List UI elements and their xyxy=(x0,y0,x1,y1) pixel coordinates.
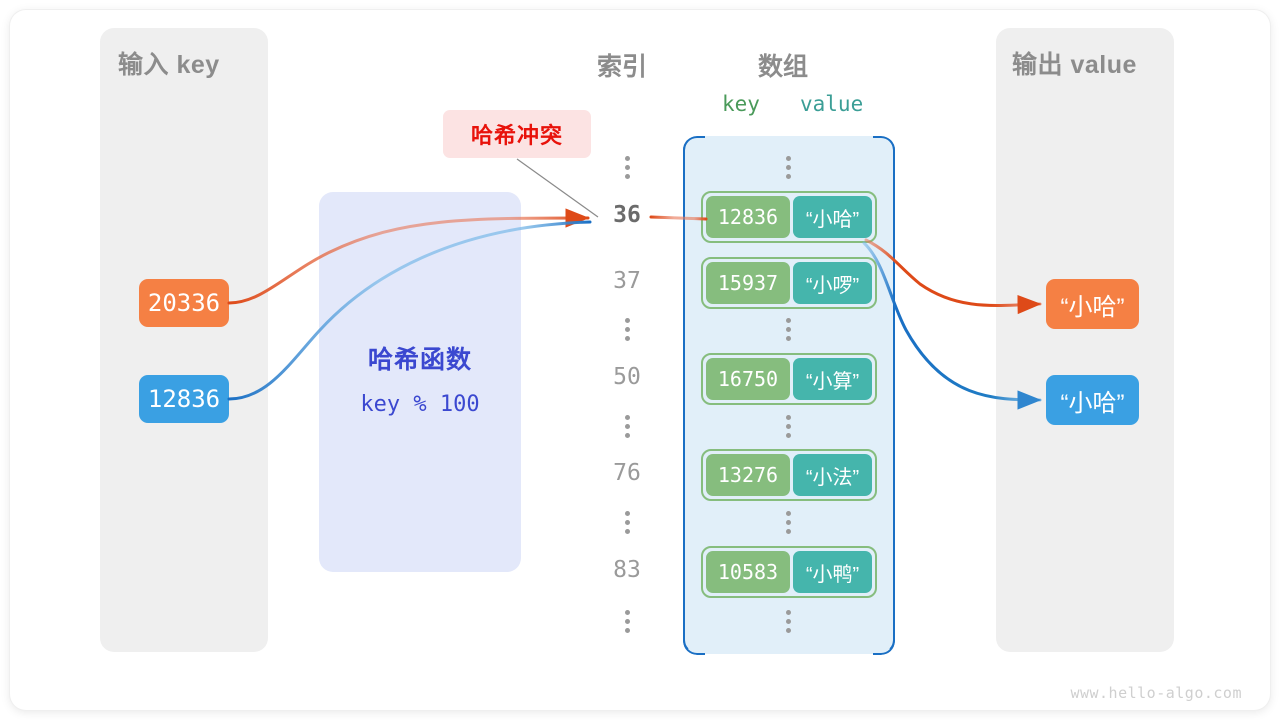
index-label-76: 76 xyxy=(613,460,641,486)
hash-function-expression: key % 100 xyxy=(360,392,480,417)
input-key-pill-0: 20336 xyxy=(139,279,229,327)
watermark: www.hello-algo.com xyxy=(1070,684,1242,702)
index-ellipsis xyxy=(597,511,657,534)
array-entry-key: 12836 xyxy=(706,196,790,238)
array-ellipsis xyxy=(758,415,818,438)
input-key-pill-1: 12836 xyxy=(139,375,229,423)
input-panel xyxy=(100,28,268,652)
array-entry: 10583“小鸭” xyxy=(701,546,877,598)
index-ellipsis xyxy=(597,156,657,179)
array-entry-key: 15937 xyxy=(706,262,790,304)
index-label-83: 83 xyxy=(613,557,641,583)
index-ellipsis xyxy=(597,415,657,438)
hash-collision-badge: 哈希冲突 xyxy=(443,110,591,158)
key-column-heading: key xyxy=(722,92,760,116)
output-value-pill-0: “小哈” xyxy=(1046,279,1139,329)
array-entry-value: “小哈” xyxy=(793,196,872,238)
value-column-heading: value xyxy=(800,92,864,116)
input-panel-title: 输入 key xyxy=(118,51,220,79)
index-label-50: 50 xyxy=(613,364,641,390)
array-ellipsis xyxy=(758,610,818,633)
array-entry: 12836“小哈” xyxy=(701,191,877,243)
hash-function-box xyxy=(319,192,521,572)
output-value-pill-1: “小哈” xyxy=(1046,375,1139,425)
hash-function-name: 哈希函数 xyxy=(367,346,472,374)
output-panel-title: 输出 value xyxy=(1012,51,1137,79)
index-label-36: 36 xyxy=(613,202,641,228)
array-entry: 15937“小啰” xyxy=(701,257,877,309)
index-ellipsis xyxy=(597,318,657,341)
array-entry-value: “小算” xyxy=(793,358,872,400)
array-entry-key: 10583 xyxy=(706,551,790,593)
array-column-heading: 数组 xyxy=(758,53,809,81)
array-entry: 13276“小法” xyxy=(701,449,877,501)
array-ellipsis xyxy=(758,511,818,534)
array-entry: 16750“小算” xyxy=(701,353,877,405)
index-column-heading: 索引 xyxy=(597,53,648,81)
array-entry-key: 16750 xyxy=(706,358,790,400)
array-entry-value: “小法” xyxy=(793,454,872,496)
index-label-37: 37 xyxy=(613,268,641,294)
array-entry-value: “小鸭” xyxy=(793,551,872,593)
array-ellipsis xyxy=(758,156,818,179)
array-ellipsis xyxy=(758,318,818,341)
array-entry-value: “小啰” xyxy=(793,262,872,304)
array-entry-key: 13276 xyxy=(706,454,790,496)
index-ellipsis xyxy=(597,610,657,633)
output-panel xyxy=(996,28,1174,652)
